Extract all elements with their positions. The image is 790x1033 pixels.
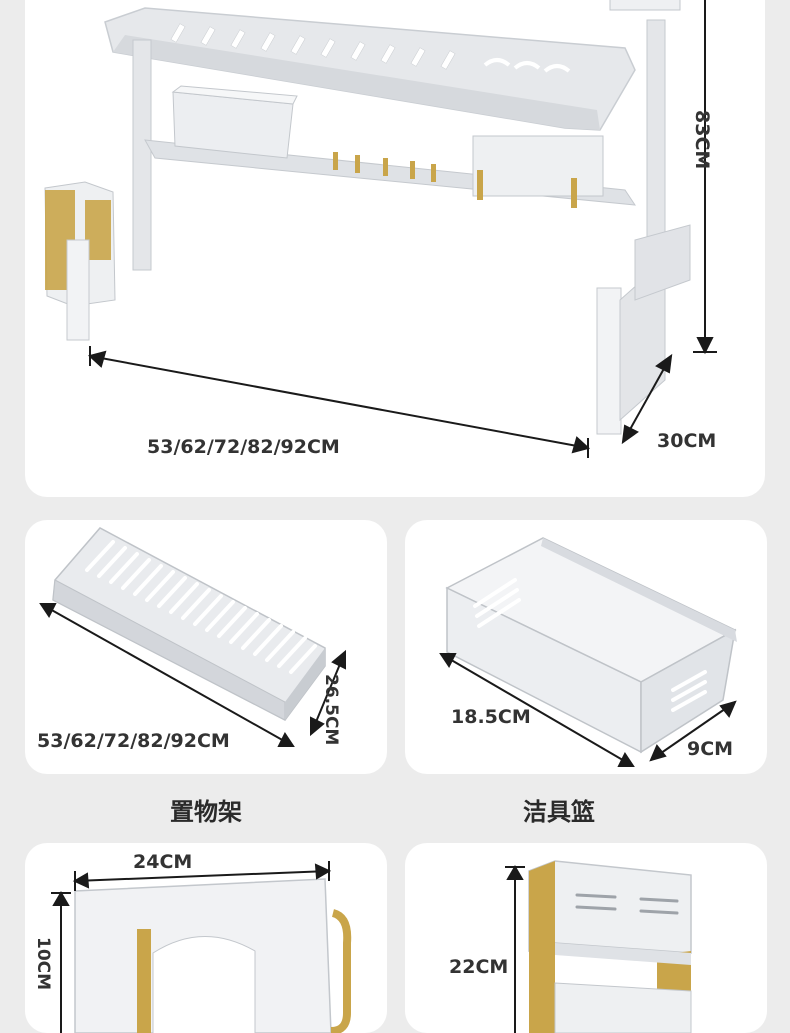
cleaning-basket-caption: 洁具篮 [523, 798, 595, 826]
rear-left-leg [132, 39, 152, 271]
basket-length-arrow [439, 653, 635, 767]
depth-dimension-arrow [621, 353, 673, 445]
side-tray [634, 224, 691, 301]
over-sink-rack-illustration [44, 0, 717, 458]
front-right-leg [596, 287, 622, 435]
basket-width-label: 9CM [687, 738, 734, 760]
knife-holder-height-label: 22CM [449, 956, 509, 978]
depth-label: 30CM [657, 430, 717, 452]
shelf-depth-arrow [310, 649, 346, 737]
cutting-board-holder-illustration [51, 861, 352, 1033]
height-label: 83CM [691, 110, 713, 170]
width-label: 53/62/72/82/92CM [147, 436, 340, 458]
utensil-holder [609, 0, 681, 11]
shelf-length-label: 53/62/72/82/92CM [37, 730, 230, 752]
shelf-tray-card: 53/62/72/82/92CM 26.5CM [25, 520, 387, 774]
holder-height-label: 10CM [33, 937, 53, 991]
width-dimension-arrow [87, 346, 591, 458]
holder-width-label: 24CM [133, 851, 193, 873]
basket-length-label: 18.5CM [451, 706, 531, 728]
cleaning-basket-illustration [439, 537, 737, 767]
shelf-tray-illustration [39, 527, 346, 747]
knife-holder-card: 22CM [405, 843, 767, 1033]
cutting-board-holder-card: 24CM 10CM [25, 843, 387, 1033]
height-dimension-arrow [693, 0, 717, 355]
main-product-card: 53/62/72/82/92CM 30CM 83CM [25, 0, 765, 497]
knife-holder-height-arrow [505, 865, 525, 1033]
basket-width-arrow [649, 700, 737, 762]
holder-height-arrow [51, 891, 71, 1033]
shelf-tray-caption: 置物架 [170, 798, 242, 826]
holder-width-arrow [72, 861, 332, 891]
cleaning-basket-card: 18.5CM 9CM [405, 520, 767, 774]
front-left-leg [66, 239, 90, 341]
shelf-depth-label: 26.5CM [321, 674, 341, 746]
shelf-length-arrow [39, 603, 295, 747]
cutting-board-holder [472, 135, 604, 197]
knife-holder-illustration [505, 860, 692, 1033]
